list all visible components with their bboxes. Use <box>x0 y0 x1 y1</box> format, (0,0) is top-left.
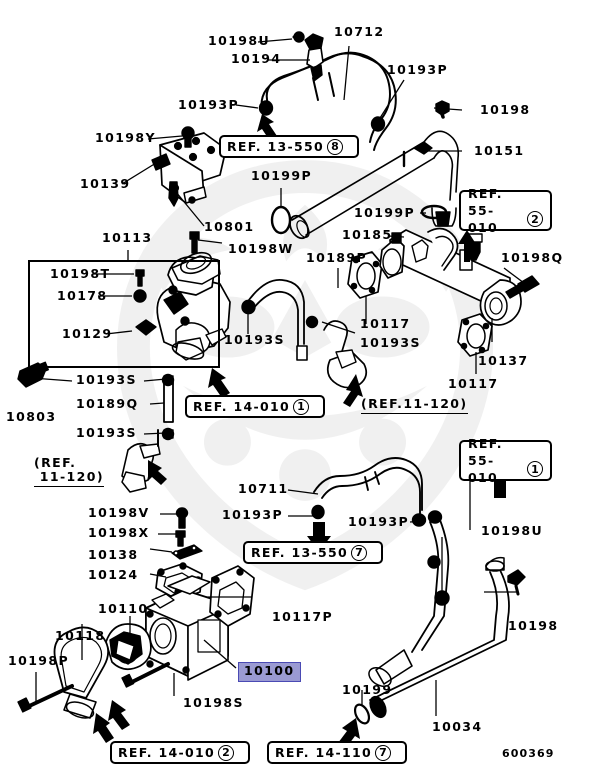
label-10193S-a: 10193S <box>224 332 285 347</box>
label-10117P: 10117P <box>272 609 334 624</box>
ref-box-55-010-2-line2: 55-010 <box>468 203 498 235</box>
label-10198W: 10198W <box>228 241 294 256</box>
label-10711: 10711 <box>238 481 289 496</box>
ref-box-13-550-7[interactable]: REF. 13-550 7 <box>243 541 383 564</box>
label-10193S-d: 10193S <box>76 425 137 440</box>
label-10198-top: 10198 <box>480 102 531 117</box>
ref-box-14-110-7-circle: 7 <box>374 744 391 761</box>
label-10193P-right: 10193P <box>348 514 410 529</box>
ref-box-14-010-2-text: REF. 14-010 <box>118 745 215 760</box>
ref-box-14-010-1-text: REF. 14-010 <box>193 399 290 414</box>
ref-box-14-010-1[interactable]: REF. 14-010 1 <box>185 395 325 418</box>
ref-box-13-550-7-text: REF. 13-550 <box>251 545 348 560</box>
label-10178: 10178 <box>57 288 108 303</box>
ref-box-55-010-1-circle: 1 <box>527 461 543 477</box>
label-10198P: 10198P <box>8 653 70 668</box>
diagram-id-number: 600369 <box>502 747 555 760</box>
label-10198Q: 10198Q <box>501 250 564 265</box>
ref-box-14-010-1-circle: 1 <box>292 398 309 415</box>
label-10194: 10194 <box>231 51 282 66</box>
ref-text-11-120-left-line1: (REF. <box>34 455 77 470</box>
label-10199: 10199 <box>342 682 393 697</box>
ref-box-55-010-2-row2: 55-010 2 <box>468 202 543 236</box>
label-10198X: 10198X <box>88 525 150 540</box>
label-10185: 10185 <box>342 227 393 242</box>
label-10712: 10712 <box>334 24 385 39</box>
label-10151: 10151 <box>474 143 525 158</box>
label-10193S-c: 10193S <box>76 372 137 387</box>
label-10198U-lower: 10198U <box>481 523 544 538</box>
label-10193P-top-right: 10193P <box>387 62 449 77</box>
ref-box-14-010-2-circle: 2 <box>217 744 234 761</box>
label-10199P-upper: 10199P <box>251 168 313 183</box>
ref-box-55-010-1-line2: 55-010 <box>468 453 498 485</box>
label-10198-lower: 10198 <box>508 618 559 633</box>
ref-text-11-120-left-line2: 11-120) <box>34 469 104 484</box>
label-10118: 10118 <box>55 628 106 643</box>
label-10198S: 10198S <box>183 695 244 710</box>
label-10198U: 10198U <box>208 33 271 48</box>
ref-box-13-550-8-circle: 8 <box>326 138 343 155</box>
label-10198V: 10198V <box>88 505 150 520</box>
ref-box-14-110-7[interactable]: REF. 14-110 7 <box>267 741 407 764</box>
label-10198Y: 10198Y <box>95 130 156 145</box>
label-10138: 10138 <box>88 547 139 562</box>
label-10137: 10137 <box>478 353 529 368</box>
ref-box-55-010-1-row2: 55-010 1 <box>468 452 543 486</box>
ref-box-55-010-1-line1: REF. <box>468 436 503 451</box>
label-10113: 10113 <box>102 230 153 245</box>
label-10129: 10129 <box>62 326 113 341</box>
label-10139: 10139 <box>80 176 131 191</box>
label-10193S-b: 10193S <box>360 335 421 350</box>
ref-box-13-550-8[interactable]: REF. 13-550 8 <box>219 135 359 158</box>
label-10199P-lower: 10199P <box>354 205 416 220</box>
ref-box-55-010-2-circle: 2 <box>527 211 543 227</box>
label-10117-lower: 10117 <box>448 376 499 391</box>
ref-box-14-110-7-text: REF. 14-110 <box>275 745 372 760</box>
label-10034: 10034 <box>432 719 483 734</box>
ref-box-14-010-2[interactable]: REF. 14-010 2 <box>110 741 250 764</box>
label-10193P-mid: 10193P <box>222 507 284 522</box>
label-10110: 10110 <box>98 601 149 616</box>
label-10100-highlighted[interactable]: 10100 <box>238 662 301 682</box>
ref-box-13-550-8-text: REF. 13-550 <box>227 139 324 154</box>
ref-text-11-120-left: (REF. 11-120) <box>34 456 104 487</box>
label-10198T: 10198T <box>50 266 111 281</box>
label-10117-upper: 10117 <box>360 316 411 331</box>
ref-box-13-550-7-circle: 7 <box>350 544 367 561</box>
label-10803: 10803 <box>6 409 57 424</box>
label-10801: 10801 <box>204 219 255 234</box>
ref-box-55-010-2[interactable]: REF. 55-010 2 <box>459 186 552 235</box>
ref-box-55-010-1[interactable]: REF. 55-010 1 <box>459 436 552 485</box>
label-10193P-top-left: 10193P <box>178 97 240 112</box>
label-10124: 10124 <box>88 567 139 582</box>
label-10189P: 10189P <box>306 250 368 265</box>
ref-text-11-120-right: (REF.11-120) <box>361 397 468 414</box>
label-10189Q: 10189Q <box>76 396 139 411</box>
ref-box-55-010-2-line1: REF. <box>468 186 503 201</box>
